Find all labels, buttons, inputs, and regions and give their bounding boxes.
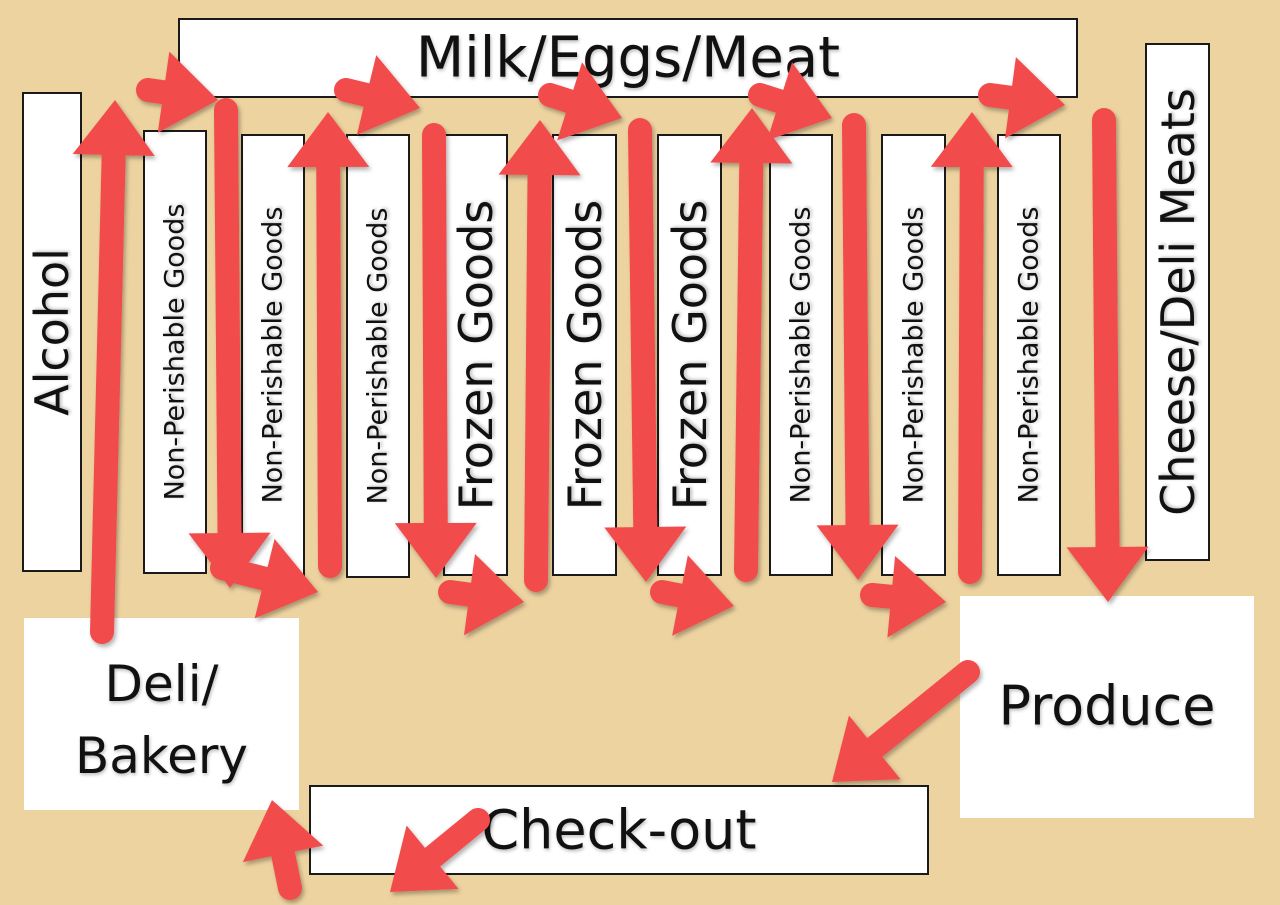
aisle-label: Non-Perishable Goods	[785, 206, 817, 504]
section-cheese-deli-meats-label: Cheese/Deli Meats	[1150, 88, 1205, 516]
section-alcohol-label: Alcohol	[25, 248, 79, 416]
aisle-1: Non-Perishable Goods	[143, 130, 207, 574]
aisle-label: Non-Perishable Goods	[159, 203, 191, 501]
aisle-4: Frozen Goods	[443, 134, 508, 576]
aisle-7: Non-Perishable Goods	[769, 134, 833, 576]
section-check-out-label: Check-out	[481, 798, 757, 862]
section-deli-bakery-label: Deli/ Bakery	[24, 648, 299, 792]
aisle-label: Non-Perishable Goods	[362, 207, 394, 505]
aisle-5: Frozen Goods	[552, 134, 617, 576]
deli-label-line-1: Deli/	[104, 655, 219, 713]
aisle-9: Non-Perishable Goods	[997, 134, 1061, 576]
section-produce-label: Produce	[998, 674, 1216, 738]
route-arrow-20	[832, 660, 980, 782]
aisle-label: Non-Perishable Goods	[257, 206, 289, 504]
aisle-8: Non-Perishable Goods	[881, 134, 946, 576]
section-alcohol: Alcohol	[22, 92, 82, 572]
aisle-label: Frozen Goods	[557, 199, 612, 511]
section-check-out: Check-out	[309, 785, 929, 875]
deli-label-line-2: Bakery	[74, 727, 249, 785]
section-cheese-deli-meats: Cheese/Deli Meats	[1145, 43, 1210, 561]
section-deli-bakery: Deli/ Bakery	[24, 618, 299, 810]
aisle-label: Frozen Goods	[662, 199, 717, 511]
section-milk-eggs-meat: Milk/Eggs/Meat	[178, 18, 1078, 98]
section-produce: Produce	[960, 596, 1254, 818]
aisle-3: Non-Perishable Goods	[346, 134, 410, 578]
route-arrow-19	[1066, 108, 1149, 602]
section-milk-eggs-meat-label: Milk/Eggs/Meat	[415, 25, 841, 91]
aisle-label: Non-Perishable Goods	[898, 206, 929, 504]
aisle-6: Frozen Goods	[657, 134, 722, 576]
aisle-label: Frozen Goods	[448, 199, 503, 511]
aisle-label: Non-Perishable Goods	[1013, 206, 1045, 504]
aisle-2: Non-Perishable Goods	[241, 134, 305, 576]
